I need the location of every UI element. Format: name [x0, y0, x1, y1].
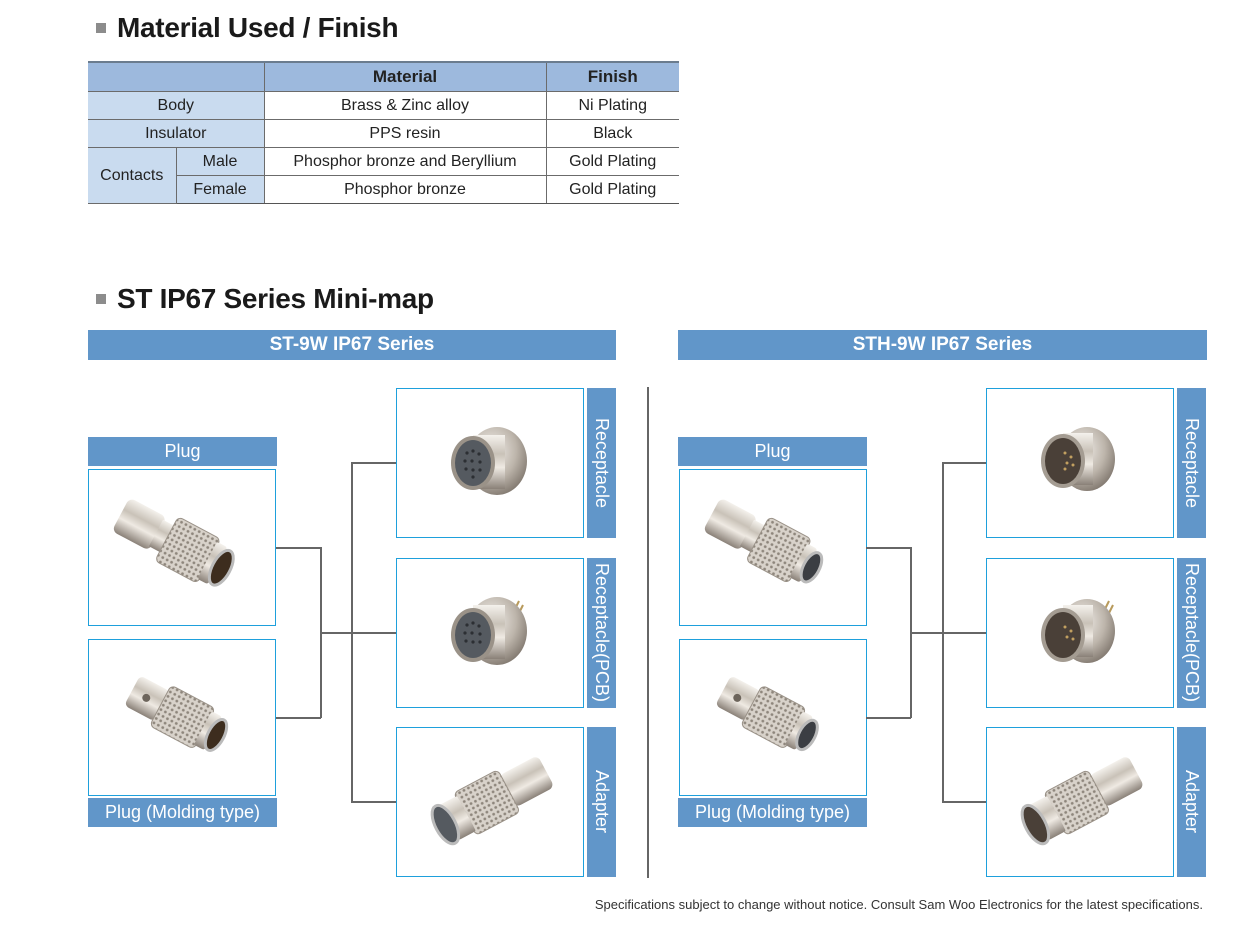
connector-line	[942, 801, 987, 803]
receptacle-pcb-label: Receptacle(PCB)	[1177, 558, 1206, 708]
plug-molding-label: Plug (Molding type)	[88, 798, 277, 827]
plug-connector-male-icon	[113, 499, 235, 587]
series-divider	[647, 387, 649, 878]
table-header-finish: Finish	[545, 61, 679, 92]
adapter-label: Adapter	[587, 727, 616, 877]
connector-line	[942, 462, 944, 802]
plug-label: Plug	[678, 437, 867, 466]
plug-molding-connector-female-icon	[716, 676, 819, 751]
plug-label: Plug	[88, 437, 277, 466]
connector-line	[276, 547, 321, 549]
connector-line	[910, 632, 987, 634]
square-bullet-icon	[96, 294, 106, 304]
table-header-material: Material	[263, 61, 546, 92]
receptacle-pcb-photo[interactable]	[396, 558, 584, 708]
receptacle-photo[interactable]	[396, 388, 584, 538]
cell-finish: Gold Plating	[545, 147, 679, 176]
receptacle-pcb-female-icon	[451, 597, 527, 665]
adapter-female-icon	[430, 757, 553, 846]
row-label-contacts: Contacts	[88, 147, 176, 204]
receptacle-label: Receptacle	[1177, 388, 1206, 538]
plug-photo[interactable]	[679, 469, 867, 626]
receptacle-pcb-male-icon	[1041, 599, 1115, 663]
table-row: Body Brass & Zinc alloy Ni Plating	[88, 91, 679, 120]
adapter-photo[interactable]	[986, 727, 1174, 877]
cell-finish: Ni Plating	[545, 91, 679, 120]
cell-finish: Black	[545, 119, 679, 148]
series-header-sth-9w: STH-9W IP67 Series	[678, 330, 1207, 360]
row-sublabel-female: Female	[175, 175, 264, 204]
connector-line	[942, 462, 987, 464]
connector-line	[866, 547, 911, 549]
row-sublabel-male: Male	[175, 147, 264, 176]
receptacle-female-icon	[451, 427, 527, 495]
cell-material: PPS resin	[263, 119, 546, 148]
material-finish-table: Material Finish Body Brass & Zinc alloy …	[88, 61, 679, 204]
table-row: Contacts Male Phosphor bronze and Beryll…	[88, 147, 679, 204]
receptacle-pcb-photo[interactable]	[986, 558, 1174, 708]
cell-material: Phosphor bronze and Beryllium	[263, 147, 546, 176]
plug-connector-female-icon	[704, 499, 824, 583]
adapter-male-icon	[1020, 757, 1143, 846]
square-bullet-icon	[96, 23, 106, 33]
adapter-photo[interactable]	[396, 727, 584, 877]
plug-photo[interactable]	[88, 469, 276, 626]
plug-molding-label: Plug (Molding type)	[678, 798, 867, 827]
plug-molding-photo[interactable]	[679, 639, 867, 796]
material-section-title: Material Used / Finish	[96, 12, 399, 44]
receptacle-male-icon	[1041, 427, 1115, 491]
minimap-section-title: ST IP67 Series Mini-map	[96, 283, 434, 315]
connector-line	[276, 717, 321, 719]
cell-material: Phosphor bronze	[263, 175, 546, 204]
plug-molding-connector-male-icon	[125, 676, 229, 752]
table-header-row: Material Finish	[88, 61, 679, 92]
connector-line	[351, 462, 397, 464]
table-row: Female Phosphor bronze Gold Plating	[88, 175, 679, 204]
table-header-blank	[88, 61, 264, 92]
connector-line	[351, 462, 353, 802]
connector-line	[320, 632, 397, 634]
cell-material: Brass & Zinc alloy	[263, 91, 546, 120]
footnote: Specifications subject to change without…	[594, 897, 1203, 912]
row-label-insulator: Insulator	[88, 119, 264, 148]
cell-finish: Gold Plating	[545, 175, 679, 204]
connector-line	[351, 801, 397, 803]
receptacle-pcb-label: Receptacle(PCB)	[587, 558, 616, 708]
series-header-st-9w: ST-9W IP67 Series	[88, 330, 616, 360]
receptacle-label: Receptacle	[587, 388, 616, 538]
adapter-label: Adapter	[1177, 727, 1206, 877]
receptacle-photo[interactable]	[986, 388, 1174, 538]
connector-line	[866, 717, 911, 719]
row-label-body: Body	[88, 91, 264, 120]
plug-molding-photo[interactable]	[88, 639, 276, 796]
table-row: Insulator PPS resin Black	[88, 119, 679, 148]
